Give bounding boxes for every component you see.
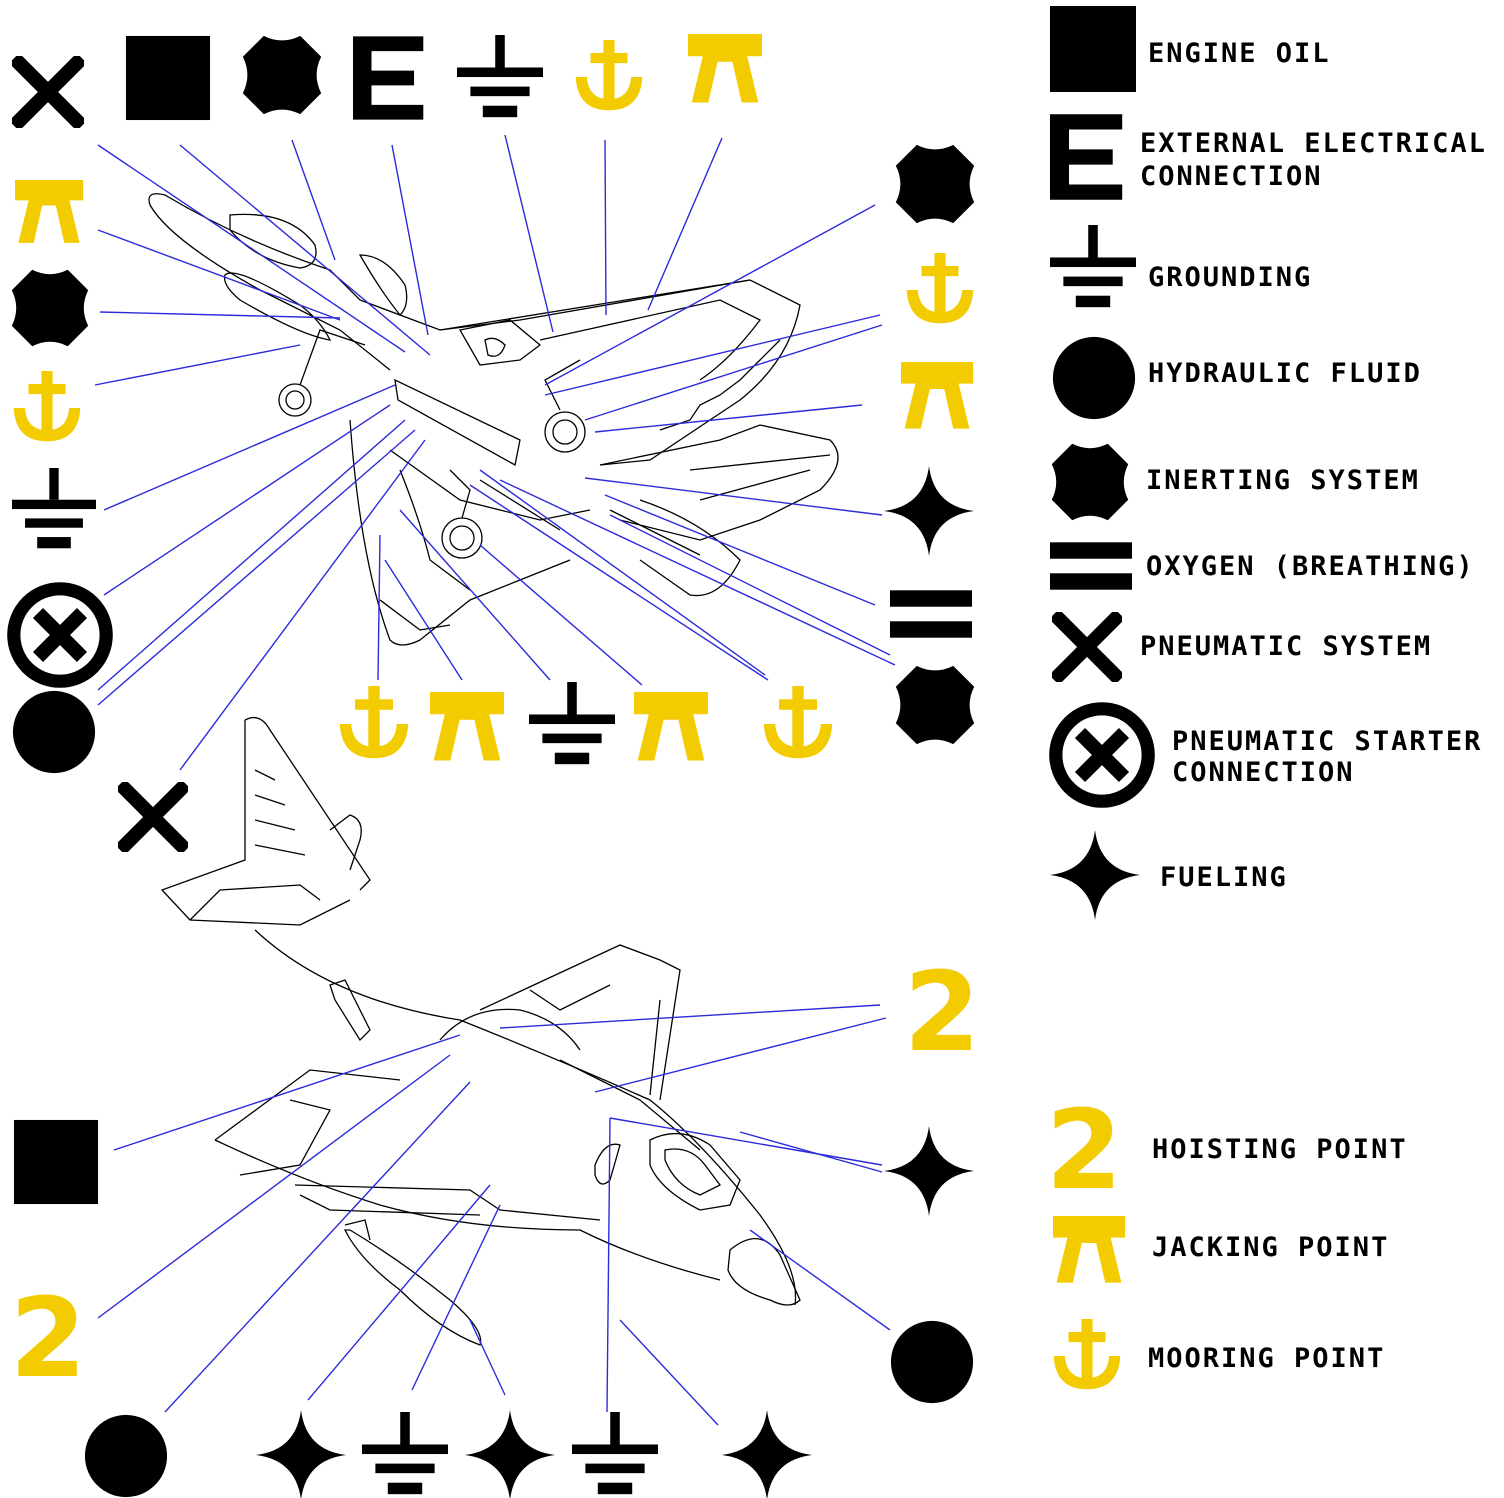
grounding-icon: [12, 468, 96, 549]
jacking-point-icon: [15, 180, 83, 243]
grounding-icon: [572, 1412, 658, 1495]
legend-pneumatic-system-icon: [1059, 619, 1115, 675]
legend-oxygen-icon: [1050, 542, 1132, 590]
grounding-icon: [457, 35, 543, 118]
hydraulic-fluid-icon: [84, 1414, 168, 1498]
external-electrical-icon: [353, 36, 424, 120]
leader-lines-bottom: [97, 1004, 891, 1426]
legend-external-electrical-icon: [1050, 114, 1123, 200]
legend-fueling-label: FUELING: [1160, 862, 1288, 893]
oxygen-breathing-icon: [890, 590, 972, 638]
symbols-top-right-column: [884, 144, 975, 745]
hoisting-point-icon: 2: [904, 948, 981, 1076]
symbols-top-bottom-row: [339, 682, 833, 765]
legend-fueling-icon: [1050, 830, 1140, 920]
legend-hoisting-point-label: HOISTING POINT: [1152, 1134, 1408, 1165]
symbols-bottom: 2 2: [10, 948, 981, 1498]
legend-pneumatic-system-label: PNEUMATIC SYSTEM: [1140, 631, 1432, 662]
legend: ENGINE OIL EXTERNAL ELECTRICAL CONNECTIO…: [1046, 6, 1487, 1390]
hoisting-point-icon: 2: [10, 1274, 87, 1402]
engine-oil-icon: [13, 1119, 99, 1205]
inerting-system-icon: [242, 35, 322, 115]
grounding-icon: [362, 1412, 448, 1495]
fueling-icon: [884, 1126, 974, 1216]
legend-grounding-label: GROUNDING: [1148, 262, 1312, 293]
legend-engine-oil-label: ENGINE OIL: [1148, 38, 1331, 69]
legend-mooring-point-label: MOORING POINT: [1148, 1343, 1385, 1374]
pneumatic-system-icon: [125, 789, 181, 845]
mooring-point-icon: [763, 686, 833, 759]
inerting-system-icon: [11, 269, 89, 347]
mooring-point-icon: [906, 253, 974, 324]
legend-jacking-point-label: JACKING POINT: [1152, 1232, 1389, 1263]
legend-pneumatic-starter-label: PNEUMATIC STARTER: [1172, 726, 1482, 757]
jacking-point-icon: [901, 362, 973, 429]
fueling-icon: [884, 466, 974, 556]
leader-lines-top: [94, 134, 896, 771]
jacking-point-icon: [430, 692, 504, 761]
legend-inerting-system-label: INERTING SYSTEM: [1146, 465, 1420, 496]
pneumatic-starter-connection-icon: [14, 589, 106, 681]
inerting-system-icon: [895, 665, 975, 745]
aircraft-top-view-drawing: [148, 193, 839, 646]
grounding-icon: [529, 682, 615, 765]
legend-hydraulic-fluid-icon: [1052, 336, 1136, 420]
hydraulic-fluid-icon: [890, 1320, 974, 1404]
legend-jacking-point-icon: [1053, 1216, 1125, 1283]
hydraulic-fluid-icon: [12, 690, 96, 774]
legend-pneumatic-starter-icon: [1056, 709, 1148, 801]
inerting-system-icon: [895, 144, 975, 224]
legend-hoisting-point-icon: 2: [1046, 1086, 1123, 1214]
legend-external-electrical-label: EXTERNAL ELECTRICAL: [1140, 128, 1487, 159]
symbols-top-left-column: [12, 180, 181, 845]
engine-oil-icon: [125, 35, 211, 121]
fueling-icon: [722, 1410, 812, 1498]
aircraft-side-view-drawing: [160, 716, 801, 1346]
legend-pneumatic-starter-label-line2: CONNECTION: [1172, 757, 1355, 788]
mooring-point-icon: [339, 686, 409, 759]
jacking-point-icon: [634, 692, 708, 761]
legend-inerting-system-icon: [1051, 443, 1129, 521]
legend-engine-oil-icon: [1050, 6, 1136, 92]
legend-external-electrical-label-line2: CONNECTION: [1140, 161, 1323, 192]
fueling-icon: [465, 1410, 555, 1498]
pneumatic-system-icon: [19, 63, 77, 121]
fueling-icon: [256, 1410, 346, 1498]
symbols-top-row: [19, 34, 762, 121]
mooring-point-icon: [13, 371, 81, 442]
legend-hydraulic-fluid-label: HYDRAULIC FLUID: [1148, 358, 1422, 389]
legend-mooring-point-icon: [1053, 1319, 1121, 1390]
jacking-point-icon: [688, 34, 762, 103]
mooring-point-icon: [575, 40, 643, 111]
legend-oxygen-label: OXYGEN (BREATHING): [1146, 551, 1475, 582]
legend-grounding-icon: [1050, 225, 1136, 308]
